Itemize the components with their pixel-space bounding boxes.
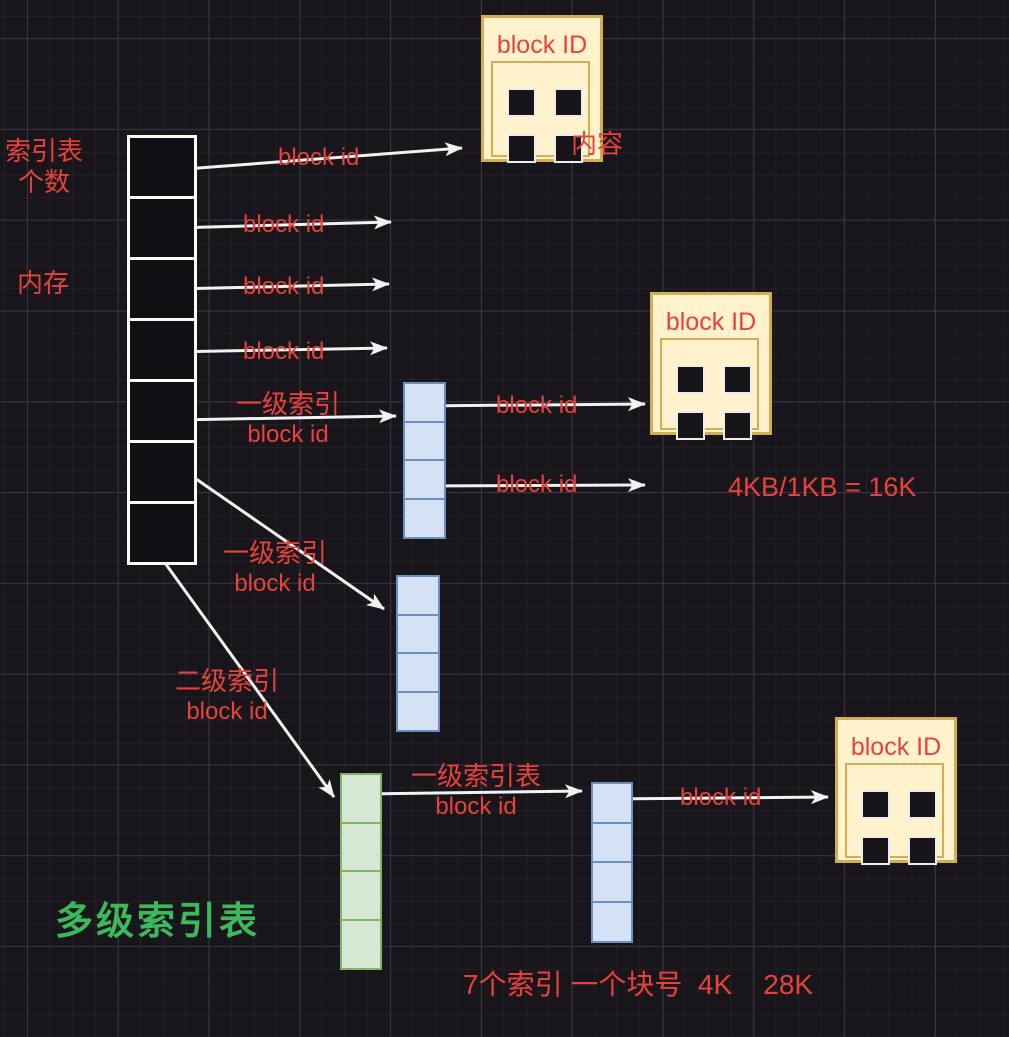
bottom-note-label: 7个索引 一个块号 4K 28K <box>463 969 814 1000</box>
arrow-level1-index-b <box>172 461 385 611</box>
level1-index-label-b: 一级索引 block id <box>216 538 334 599</box>
index-table-count-line2: 个数 <box>17 167 70 197</box>
diagram-title: 多级索引表 <box>55 898 261 943</box>
data-block-box-top: block ID <box>481 15 603 163</box>
block-id-label-bottom: block id <box>680 784 762 811</box>
arrow-block-id-row1 <box>171 142 463 172</box>
formula-label: 4KB/1KB = 16K <box>728 472 917 502</box>
memory-index-cell-5 <box>130 382 194 443</box>
block-id-text: block id <box>186 698 268 725</box>
index-entry <box>340 821 382 873</box>
block-id-label-row1: block id <box>278 144 360 171</box>
arrow-blockid-to-bottombox <box>610 790 829 805</box>
index-entry <box>396 575 440 616</box>
memory-index-cell-1 <box>130 138 194 199</box>
memory-label: 内存 <box>17 268 70 298</box>
data-square <box>507 88 536 117</box>
index-entry <box>396 652 440 693</box>
data-square <box>676 411 705 440</box>
index-entry <box>403 382 446 423</box>
level1-index-block-c <box>591 782 633 943</box>
index-entry <box>340 918 382 970</box>
level1-index-text: 一级索引 <box>222 538 327 568</box>
level1-index-block-b <box>396 575 440 732</box>
block-id-label-mid2: block id <box>496 471 578 498</box>
data-square <box>723 411 752 440</box>
index-entry <box>591 821 633 864</box>
data-square <box>676 365 705 394</box>
block-content-area <box>845 763 944 865</box>
level2-index-text: 二级索引 <box>174 666 279 696</box>
block-content-area <box>491 61 590 163</box>
level2-index-table-block <box>340 773 382 970</box>
index-entry <box>591 861 633 903</box>
level1-index-text: 一级索引 <box>235 389 340 419</box>
index-entry <box>340 773 382 824</box>
memory-index-cell-6 <box>130 443 194 504</box>
memory-index-cell-7 <box>130 504 194 562</box>
content-label: 内容 <box>571 129 624 159</box>
level1-index-table-label: 一级索引表 block id <box>406 761 546 822</box>
index-entry <box>396 613 440 655</box>
arrow-blockid-empty <box>415 478 646 493</box>
data-square <box>554 134 583 163</box>
memory-index-cell-4 <box>130 321 194 382</box>
block-id-label-row4: block id <box>243 338 325 365</box>
block-id-label-mid1: block id <box>496 392 578 419</box>
block-id-text: block id <box>234 570 316 597</box>
arrow-blockid-to-midbox <box>414 397 646 412</box>
index-table-count-line1: 索引表 <box>4 136 83 166</box>
block-id-text: block id <box>435 793 517 820</box>
index-entry <box>403 420 446 462</box>
arrow-level2-index <box>150 544 336 798</box>
data-square <box>908 836 937 865</box>
memory-index-cell-3 <box>130 260 194 321</box>
arrow-level1-index-a <box>174 409 397 424</box>
memory-index-cell-2 <box>130 199 194 260</box>
block-id-label-row2: block id <box>243 211 325 238</box>
arrow-block-id-row4 <box>167 341 388 356</box>
block-id-text: block id <box>247 421 329 448</box>
arrow-block-id-row3 <box>172 277 390 292</box>
index-entry <box>591 900 633 943</box>
index-entry <box>340 870 382 921</box>
index-entry <box>591 782 633 824</box>
block-content-area <box>660 338 759 440</box>
index-entry <box>403 497 446 539</box>
data-block-box-middle: block ID <box>650 292 772 440</box>
data-square <box>861 790 890 819</box>
data-square <box>723 365 752 394</box>
block-id-title: block ID <box>665 308 757 336</box>
level1-index-table-text: 一级索引表 <box>410 761 541 791</box>
data-square <box>507 134 536 163</box>
block-id-title: block ID <box>496 31 588 59</box>
arrow-level1-table <box>359 784 583 799</box>
index-entry <box>396 690 440 732</box>
level1-index-label-a: 一级索引 block id <box>228 389 348 450</box>
index-table-count-label: 索引表 个数 <box>0 136 88 198</box>
data-block-box-bottom: block ID <box>835 717 957 865</box>
block-id-title: block ID <box>850 733 942 761</box>
level1-index-block-a <box>403 382 446 539</box>
data-square <box>861 836 890 865</box>
memory-index-table <box>127 135 197 565</box>
data-square <box>908 790 937 819</box>
level2-index-label: 二级索引 block id <box>168 666 286 727</box>
data-square <box>554 88 583 117</box>
index-entry <box>403 459 446 500</box>
arrow-block-id-row2 <box>172 215 392 230</box>
block-id-label-row3: block id <box>243 273 325 300</box>
